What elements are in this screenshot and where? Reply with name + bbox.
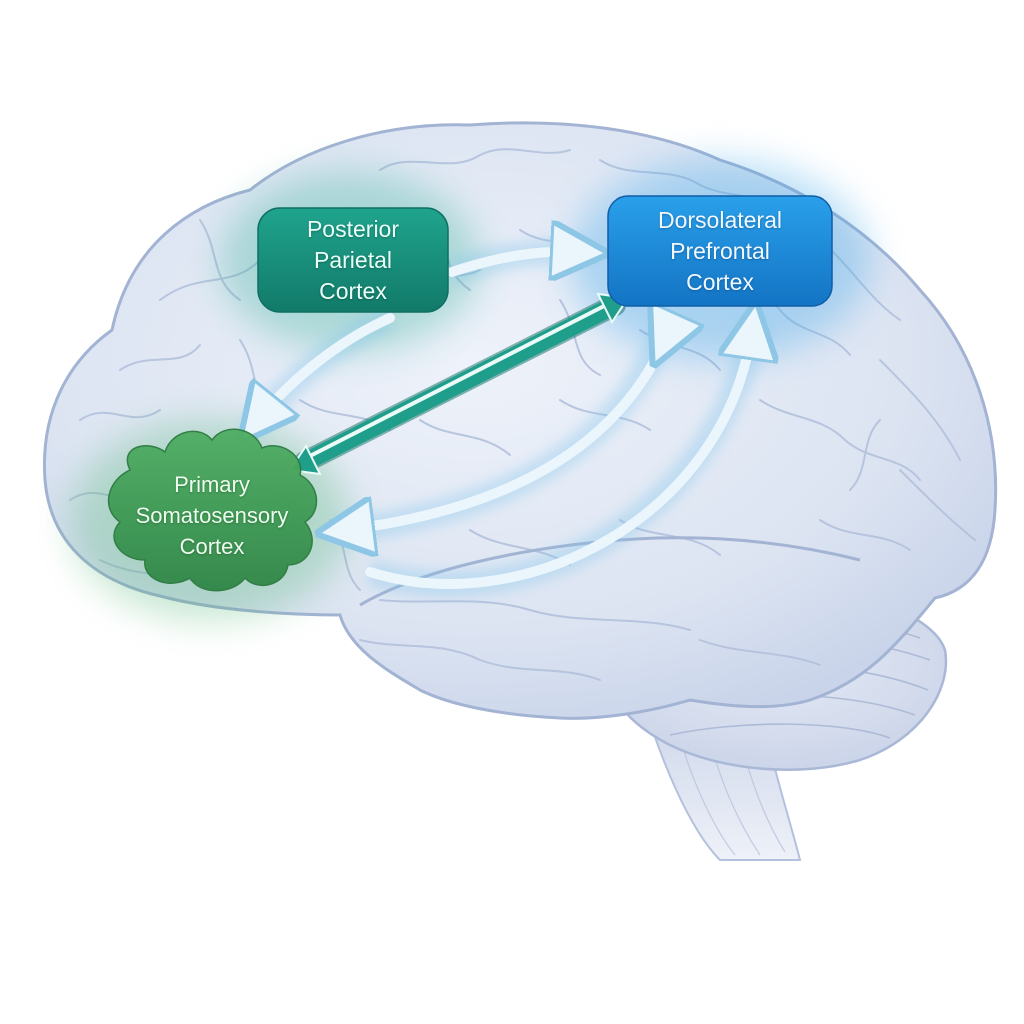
s1-region[interactable] (107, 428, 318, 592)
s1-label-line-3: Cortex (179, 533, 245, 559)
s1-label-line-2: Somatosensory (135, 502, 289, 528)
dlpfc-box[interactable] (607, 195, 833, 307)
dlpfc-label-line-2: Prefrontal (670, 237, 770, 264)
ppc-box[interactable] (257, 207, 449, 313)
ppc-label-line-2: Parietal (314, 246, 392, 273)
arrow-s1-to-dlpfc (365, 330, 752, 589)
strong-pathway (288, 292, 630, 476)
cerebrum (42, 121, 998, 720)
arrow-ppc-to-dlpfc (447, 252, 580, 272)
s1-label-line-1: Primary (174, 471, 250, 497)
dlpfc-label-line-3: Cortex (686, 268, 754, 295)
arrow-dlpfc-s1-bidirectional (345, 340, 665, 530)
ppc-label: Posterior Parietal Cortex (258, 208, 448, 312)
dlpfc-label: Dorsolateral Prefrontal Cortex (608, 196, 832, 306)
dlpfc-label-line-1: Dorsolateral (658, 206, 782, 233)
ppc-label-line-3: Cortex (319, 277, 387, 304)
s1-label: Primary Somatosensory Cortex (106, 452, 318, 578)
ppc-label-line-1: Posterior (306, 215, 400, 242)
